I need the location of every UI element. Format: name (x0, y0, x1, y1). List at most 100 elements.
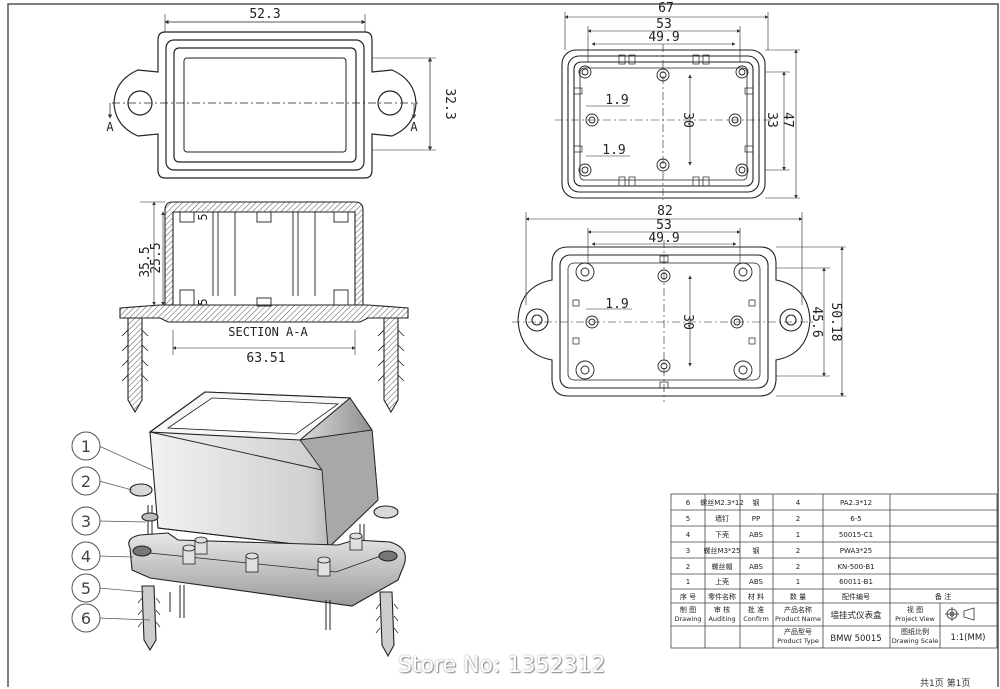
bom-header-no: 序 号 (680, 592, 696, 601)
balloon-4 (71, 541, 101, 571)
balloon-3 (71, 506, 101, 536)
bom-row-3-material: 钢 (753, 546, 760, 555)
bom-row-4-qty: 1 (796, 531, 800, 539)
tb-auditing-cn: 审 核 (714, 605, 730, 614)
title-block-grid (670, 493, 998, 649)
dim-base-hole-spacing: 30 (680, 314, 695, 330)
tb-view-cn: 视 图 (907, 605, 923, 614)
bom-row-1-no: 1 (686, 578, 690, 586)
bom-row-5-name: 墙钉 (715, 514, 729, 523)
balloon-2-label: 2 (81, 472, 91, 491)
tb-product-type-en: Product Type (777, 637, 819, 645)
bom-header-name: 零件名称 (708, 592, 736, 601)
balloon-5-label: 5 (81, 579, 91, 598)
tb-product-name-value: 墙挂式仪表盒 (830, 610, 882, 621)
bom-row-3-qty: 2 (796, 547, 800, 555)
bom-row-3-part-no: PWA3*25 (840, 547, 872, 555)
bom-header-material: 材 料 (748, 592, 764, 601)
tb-confirm-cn: 批 准 (748, 605, 764, 614)
tb-scale-cn: 图纸比例 (901, 627, 929, 636)
bom-row-2-qty: 2 (796, 563, 800, 571)
dim-cover-hole-spacing: 30 (680, 112, 695, 128)
balloon-1-label: 1 (81, 437, 91, 456)
tb-scale-value: 1:1(MM) (951, 633, 986, 643)
tb-scale-en: Drawing Scale (892, 637, 939, 645)
footer-fragment: 共1页 第1页 (920, 679, 971, 689)
section-view (119, 201, 409, 414)
dim-base-inner: 49.9 (648, 231, 679, 246)
section-label: SECTION A-A (228, 325, 308, 339)
bom-row-2-name: 螺丝帽 (712, 562, 733, 571)
bom-row-1-material: ABS (749, 578, 763, 586)
bom-row-6-no: 6 (686, 499, 691, 507)
dim-base-mid: 53 (656, 218, 672, 233)
bom-header-qty: 数 量 (790, 592, 806, 601)
bom-row-2-material: ABS (749, 563, 763, 571)
dim-base-outer: 82 (657, 204, 673, 219)
bom-header-part-no: 配件编号 (842, 592, 870, 601)
bom-row-5-material: PP (752, 515, 760, 523)
bom-row-1-part-no: 60011-B1 (839, 578, 873, 586)
bom-row-6-name: 螺丝M2.3*12 (700, 498, 744, 507)
bom-row-3-no: 3 (686, 547, 690, 555)
dim-cover-offset-b: 1.9 (602, 143, 625, 158)
tb-confirm-en: Confirm (743, 615, 769, 623)
dim-base-offset: 1.9 (605, 297, 628, 312)
balloons (71, 431, 153, 633)
tb-product-name-cn: 产品名称 (784, 605, 812, 614)
dim-cover-h-inner: 33 (764, 112, 779, 128)
bottom-view-base (512, 212, 846, 402)
bom-row-4-part-no: 50015-C1 (839, 531, 873, 539)
dim-section-wall: 5 (196, 213, 210, 220)
dim-cover-h-outer: 47 (780, 112, 795, 128)
bom-row-5-qty: 2 (796, 515, 800, 523)
projection-symbol-icon (945, 607, 975, 621)
tb-drawing-cn: 制 图 (680, 605, 696, 614)
bom-row-1-name: 上壳 (715, 577, 729, 586)
tb-product-type-value: BMW 50015 (830, 634, 881, 644)
dim-cover-outer: 67 (658, 1, 674, 16)
balloon-6 (71, 603, 101, 633)
dim-cover-inner: 49.9 (648, 30, 679, 45)
balloon-1 (71, 431, 101, 461)
dim-top-height: 32.3 (442, 88, 457, 119)
bom-row-6-qty: 4 (796, 499, 801, 507)
bom-row-2-no: 2 (686, 563, 690, 571)
tb-product-type-cn: 产品型号 (784, 627, 812, 636)
balloon-5 (71, 573, 101, 603)
tb-auditing-en: Auditing (708, 615, 735, 623)
balloon-3-label: 3 (81, 512, 91, 531)
balloon-4-label: 4 (81, 547, 91, 566)
bom-row-4-no: 4 (686, 531, 691, 539)
balloon-6-label: 6 (81, 609, 91, 628)
dim-cover-mid: 53 (656, 17, 672, 32)
dim-base-h-outer: 50.18 (828, 302, 843, 341)
tb-drawing-en: Drawing (674, 615, 701, 623)
dim-section-width: 63.51 (246, 351, 285, 366)
bom-row-6-part-no: PA2.3*12 (840, 499, 872, 507)
bom-row-4-material: ABS (749, 531, 763, 539)
bom-row-3-name: 螺丝M3*25 (704, 546, 741, 555)
tb-view-en: Project View (895, 615, 935, 623)
bom-row-5-part-no: 6-5 (850, 515, 861, 523)
dim-top-width: 52.3 (249, 7, 280, 22)
store-watermark: Store No: 1352312 (398, 653, 606, 678)
bom-row-2-part-no: KN-500-B1 (837, 563, 874, 571)
bottom-view-cover (555, 12, 800, 200)
dim-section-height-outer: 35.5 (138, 246, 153, 277)
exploded-isometric-view (128, 391, 406, 658)
bom-row-6-material: 钢 (753, 498, 760, 507)
balloon-2 (71, 466, 101, 496)
dim-section-height-inner: 25.5 (149, 242, 164, 273)
dim-base-h-inner: 45.6 (809, 306, 824, 337)
sheet-border (7, 3, 999, 687)
bom-row-4-name: 下壳 (715, 530, 729, 539)
dim-section-wall-bottom: 5 (196, 298, 210, 305)
section-marker-right: A (410, 120, 418, 134)
bom-row-5-no: 5 (686, 515, 690, 523)
dim-cover-offset-a: 1.9 (605, 93, 628, 108)
section-marker-left: A (106, 120, 114, 134)
